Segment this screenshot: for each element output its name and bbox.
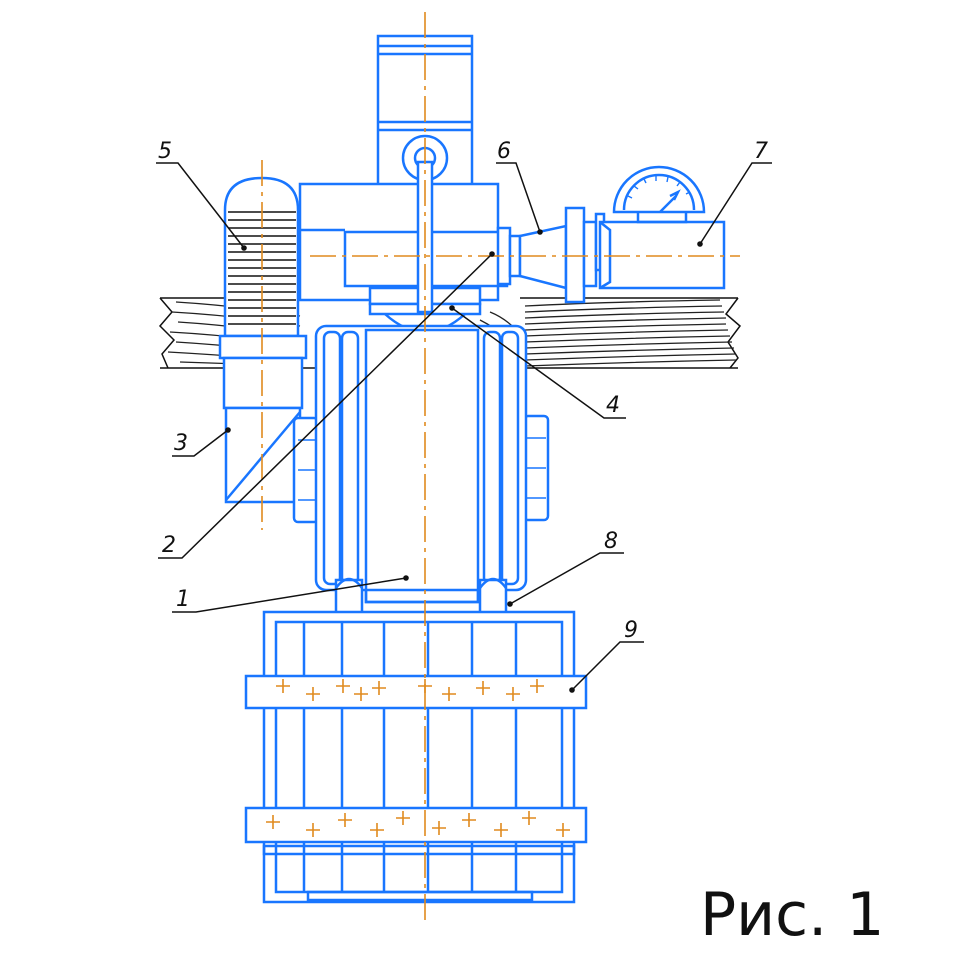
callout-6: 6 <box>497 139 511 164</box>
callout-5: 5 <box>158 139 172 164</box>
callout-8: 8 <box>604 529 618 554</box>
bottom-cage <box>244 610 588 904</box>
callout-3: 3 <box>174 431 188 456</box>
bolt-markers <box>266 679 570 837</box>
side-clamps <box>292 414 550 524</box>
callout-4: 4 <box>606 393 620 418</box>
spring-column <box>218 176 308 410</box>
figure-caption: Рис. 1 <box>700 880 885 950</box>
callout-1: 1 <box>176 587 190 612</box>
callout-9: 9 <box>624 618 638 643</box>
central-cylinder <box>314 324 528 604</box>
center-axes <box>261 12 740 922</box>
leader-lines <box>156 162 772 693</box>
soil-hatch-right <box>479 299 737 367</box>
callout-2: 2 <box>162 533 176 558</box>
callout-labels: 5 6 7 4 3 2 1 8 9 <box>158 139 768 643</box>
inclined-block <box>224 406 302 504</box>
main-housing <box>298 182 509 334</box>
pipe-flange <box>496 206 606 304</box>
gauge-pipe <box>598 165 726 290</box>
callout-7: 7 <box>754 139 768 164</box>
